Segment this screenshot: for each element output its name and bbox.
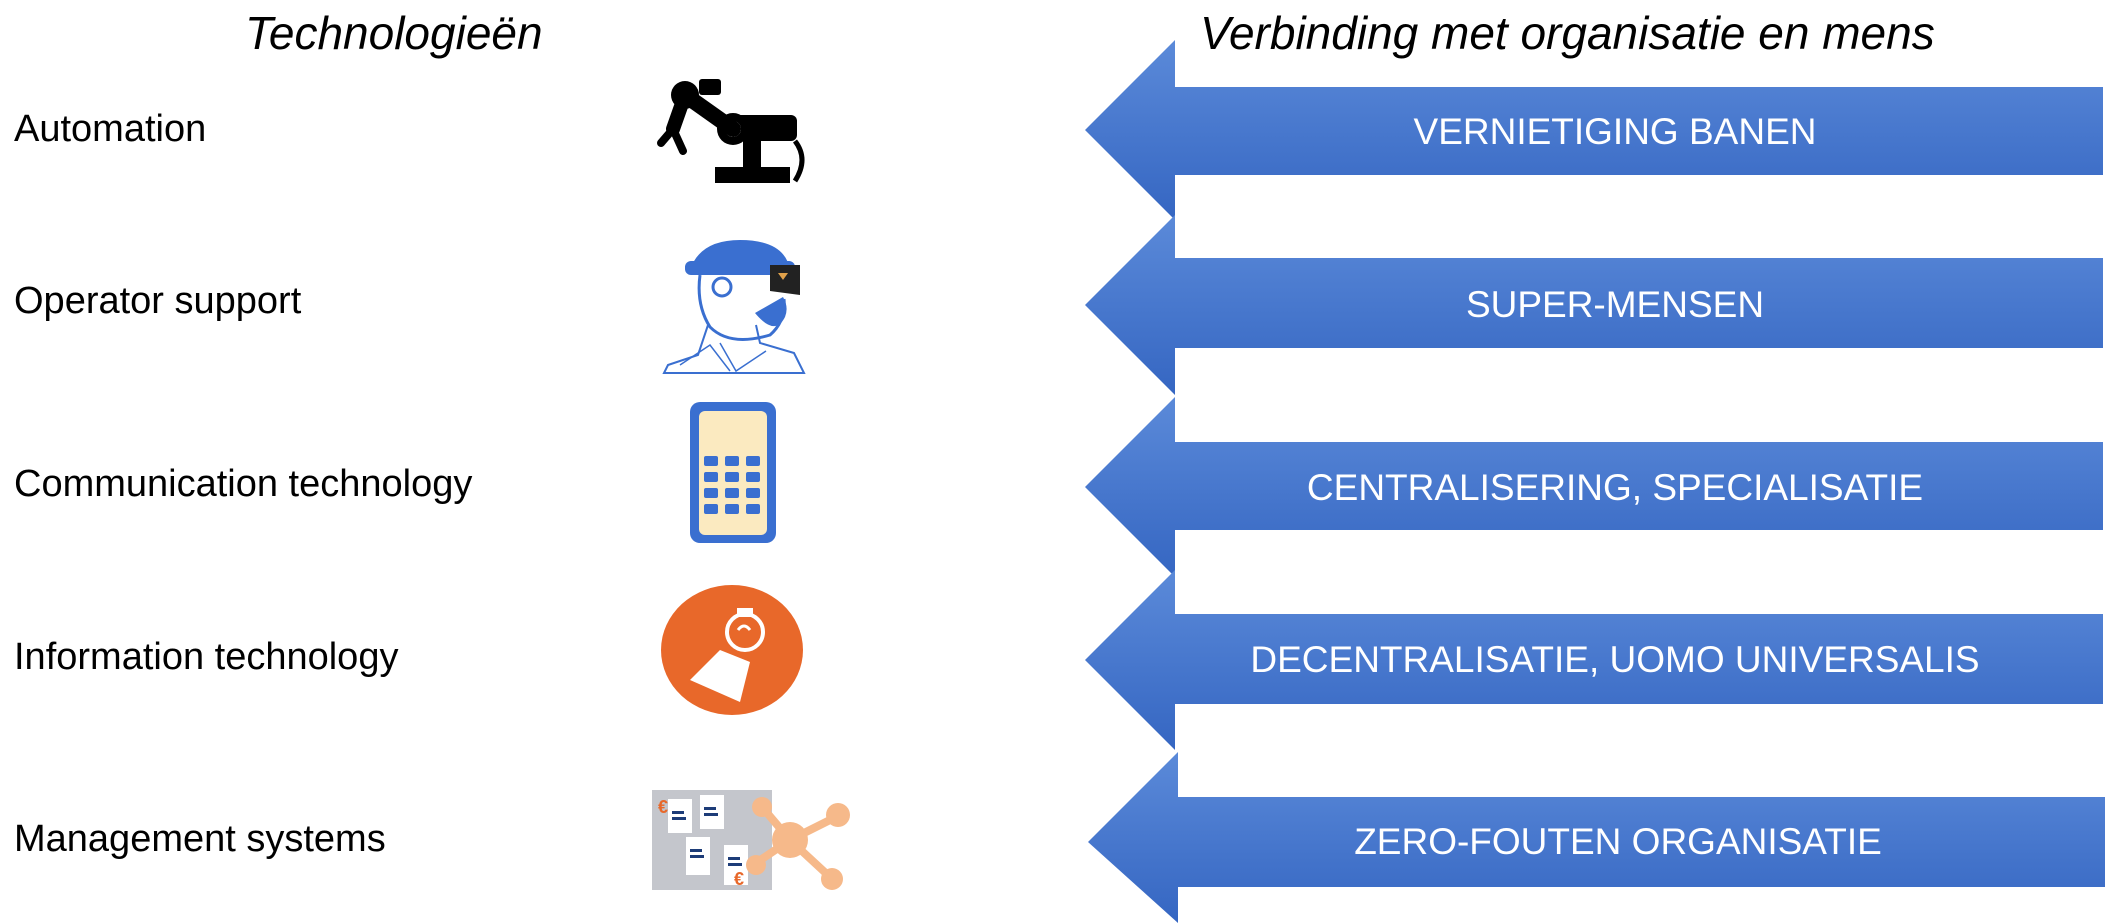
effect-label-super-mensen: SUPER-MENSEN [1465, 284, 1765, 325]
arrow-zero-fouten-organisatie [1088, 752, 2108, 923]
tech-label-management-systems: Management systems [14, 818, 386, 860]
effect-label-decentralisatie-uomo-universalis: DECENTRALISATIE, UOMO UNIVERSALIS [1250, 639, 1980, 680]
arrow-vernietiging-banen [1085, 40, 2105, 220]
arrow-super-mensen [1085, 215, 2105, 395]
tech-label-communication-technology: Communication technology [14, 463, 473, 505]
effect-label-centralisering-specialisatie: CENTRALISERING, SPECIALISATIE [1306, 467, 1924, 508]
calculator-phone-icon [688, 400, 778, 550]
effect-label-zero-fouten-organisatie: ZERO-FOUTEN ORGANISATIE [1354, 821, 1882, 862]
ar-headset-person-icon [660, 225, 810, 380]
tech-label-automation: Automation [14, 108, 207, 150]
arrow-decentralisatie-uomo-universalis [1085, 570, 2105, 750]
robot-arm-icon [655, 75, 810, 195]
technologies-heading: Technologieën [245, 7, 543, 59]
tech-label-operator-support: Operator support [14, 280, 302, 322]
organization-connection-heading: Verbinding met organisatie en mens [1200, 7, 1935, 59]
svg-text:€: € [734, 869, 744, 889]
svg-text:€: € [658, 797, 668, 817]
documents-network-icon: € € [650, 785, 855, 898]
tech-label-information-technology: Information technology [14, 636, 399, 678]
effect-label-vernietiging-banen: VERNIETIGING BANEN [1413, 111, 1817, 152]
arrow-centralisering-specialisatie [1085, 397, 2105, 577]
lightbulb-idea-icon [660, 582, 805, 722]
